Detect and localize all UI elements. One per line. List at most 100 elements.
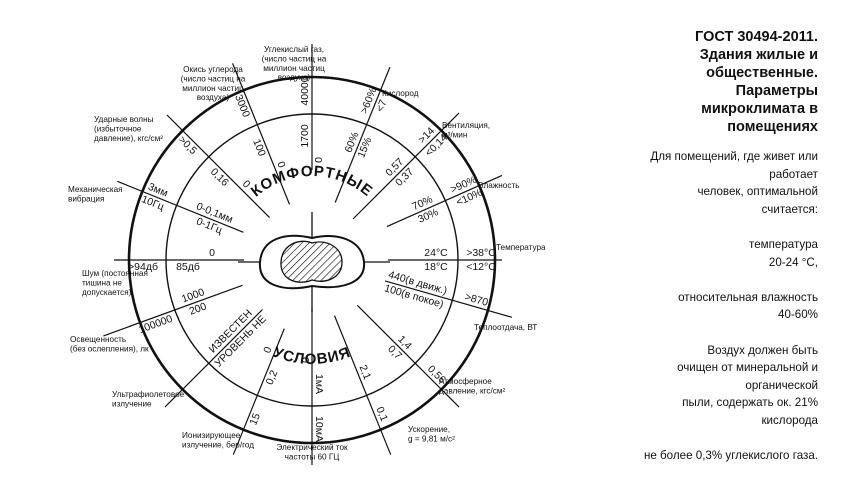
panel-text-line: пыли, содержать ок. 21% xyxy=(682,396,818,410)
spoke-ionizing-outer-label: 15 xyxy=(247,411,263,426)
spoke-humidity-line xyxy=(386,174,503,228)
caption-line: Вентиляция, xyxy=(442,121,490,130)
spoke-humidity-caption: Влажность xyxy=(478,181,519,190)
caption-line: Освещенность xyxy=(70,335,126,344)
spoke-accel-outer-label: 0,1 xyxy=(374,405,391,423)
spoke-light-caption: Освещенность(без ослепления), лк xyxy=(70,335,149,353)
microclimate-diagram: КОМФОРТНЫЕ УСЛОВИЯ 400001700030001000>60… xyxy=(68,44,546,465)
spoke-current-inner-label: 1мА xyxy=(313,374,325,394)
panel-text-line: относительная влажность xyxy=(678,290,818,304)
spoke-co-line xyxy=(232,63,291,205)
caption-line: воздуха) xyxy=(278,73,311,82)
spoke-shock-line xyxy=(166,114,271,219)
panel-spacer xyxy=(610,218,818,236)
panel-text-line: 20-24 °С, xyxy=(768,255,818,269)
panel-title-line: Параметры xyxy=(735,83,818,99)
spoke-noise-outer-label: >94дб xyxy=(128,261,158,273)
spoke-co-outer-label: 3000 xyxy=(232,93,252,119)
caption-line: Ударные волны xyxy=(94,115,154,124)
caption-line: g = 9,81 м/с² xyxy=(408,434,455,443)
caption-line: давление, кгс/см² xyxy=(439,386,506,395)
panel-title-line: ГОСТ 30494-2011. xyxy=(695,29,818,45)
caption-line: (избыточное xyxy=(94,124,142,133)
spoke-temperature-inner-label: 24°C xyxy=(424,247,448,259)
spoke-temperature-outer-label: <12°C xyxy=(466,261,496,273)
caption-line: излучение, бер/год xyxy=(182,440,254,449)
comfort-blob-inner xyxy=(280,240,343,283)
spoke-pressure-line xyxy=(356,304,460,408)
spoke-oxygen-outer-label: <7 xyxy=(374,98,390,114)
spoke-heat-outer-label: >870 xyxy=(463,291,489,309)
panel-title-line: общественные. xyxy=(706,65,818,81)
spoke-ionizing-line xyxy=(232,328,285,455)
panel-text-line: человек, оптимальной xyxy=(697,185,818,199)
panel-spacer xyxy=(610,430,818,448)
panel-text-line: работает xyxy=(769,167,818,181)
spoke-accel-line xyxy=(333,315,392,455)
spoke-current-outer-label: 10мА xyxy=(313,416,325,442)
caption-line: Электрический ток xyxy=(276,443,348,452)
caption-line: Ускорение, xyxy=(408,425,450,434)
caption-line: Ультрафиолетовое xyxy=(112,390,185,399)
spoke-light-line xyxy=(103,284,243,337)
spoke-oxygen-line xyxy=(334,66,391,203)
spoke-light-inner-label: 200 xyxy=(188,300,209,317)
panel-text-line: органической xyxy=(745,378,818,392)
panel-text-line: 40-60% xyxy=(778,308,818,322)
caption-line: миллион частиц xyxy=(182,84,244,93)
spoke-ionizing-inner-label: 0,2 xyxy=(264,368,281,386)
panel-text-line: Воздух должен быть xyxy=(707,343,818,357)
spoke-temperature-outer-label: >38°C xyxy=(466,247,496,259)
panel-spacer xyxy=(610,324,818,342)
spoke-co-inner-label: 100 xyxy=(250,137,268,158)
caption-line: тишина не xyxy=(82,278,122,287)
caption-line: вибрация xyxy=(68,194,104,203)
spoke-accel-caption: Ускорение,g = 9,81 м/с² xyxy=(408,425,455,443)
spoke-temperature-caption: Температура xyxy=(496,243,546,252)
spoke-shock-outer-label: >0,5 xyxy=(176,134,199,157)
caption-line: Окись углерода xyxy=(183,65,243,74)
spoke-co2-inner-label: 1700 xyxy=(299,124,311,148)
spoke-co-core-label: 0 xyxy=(274,160,287,170)
spoke-temperature-inner-label: 18°C xyxy=(424,261,448,273)
panel-text-line: очищен от минеральной и xyxy=(677,361,818,375)
caption-line: Атмосферное xyxy=(439,377,492,386)
caption-line: Углекислый газ, xyxy=(264,45,324,54)
spoke-noise-inner-label: 85дб xyxy=(176,261,200,273)
spoke-accel-inner-label: 2,1 xyxy=(357,363,374,381)
panel-text-line: кислорода xyxy=(761,413,818,427)
spoke-co2-core-label: 0 xyxy=(313,157,325,163)
spoke-light-outer-label: 100000 xyxy=(137,313,174,336)
spoke-current-core-label: 0 xyxy=(299,357,311,363)
caption-line: (число частиц на xyxy=(181,74,246,83)
caption-line: (число частиц на xyxy=(262,54,327,63)
spoke-heat-line xyxy=(384,280,513,318)
caption-line: воздуха) xyxy=(197,93,230,102)
caption-line: м³/мин xyxy=(442,130,467,139)
caption-line: Влажность xyxy=(478,181,519,190)
spoke-heat-caption: Теплоотдача, ВТ xyxy=(474,323,537,332)
spoke-shock-inner-label: 0,16 xyxy=(208,166,231,189)
caption-line: частоты 60 ГЦ xyxy=(285,452,340,461)
caption-line: миллион частиц xyxy=(263,64,325,73)
spoke-ventilation-caption: Вентиляция,м³/мин xyxy=(442,121,490,139)
caption-line: Теплоотдача, ВТ xyxy=(474,323,537,332)
spoke-oxygen-caption: Кислород xyxy=(382,89,419,98)
spoke-ionizing-core-label: 0 xyxy=(261,345,274,355)
spoke-ventilation-line xyxy=(352,112,460,220)
caption-line: Механическая xyxy=(68,185,123,194)
caption-line: давление), кгс/см² xyxy=(94,134,163,143)
caption-line: Температура xyxy=(496,243,546,252)
panel-text-line: температура xyxy=(749,237,818,251)
panel-title-line: помещениях xyxy=(727,119,818,135)
